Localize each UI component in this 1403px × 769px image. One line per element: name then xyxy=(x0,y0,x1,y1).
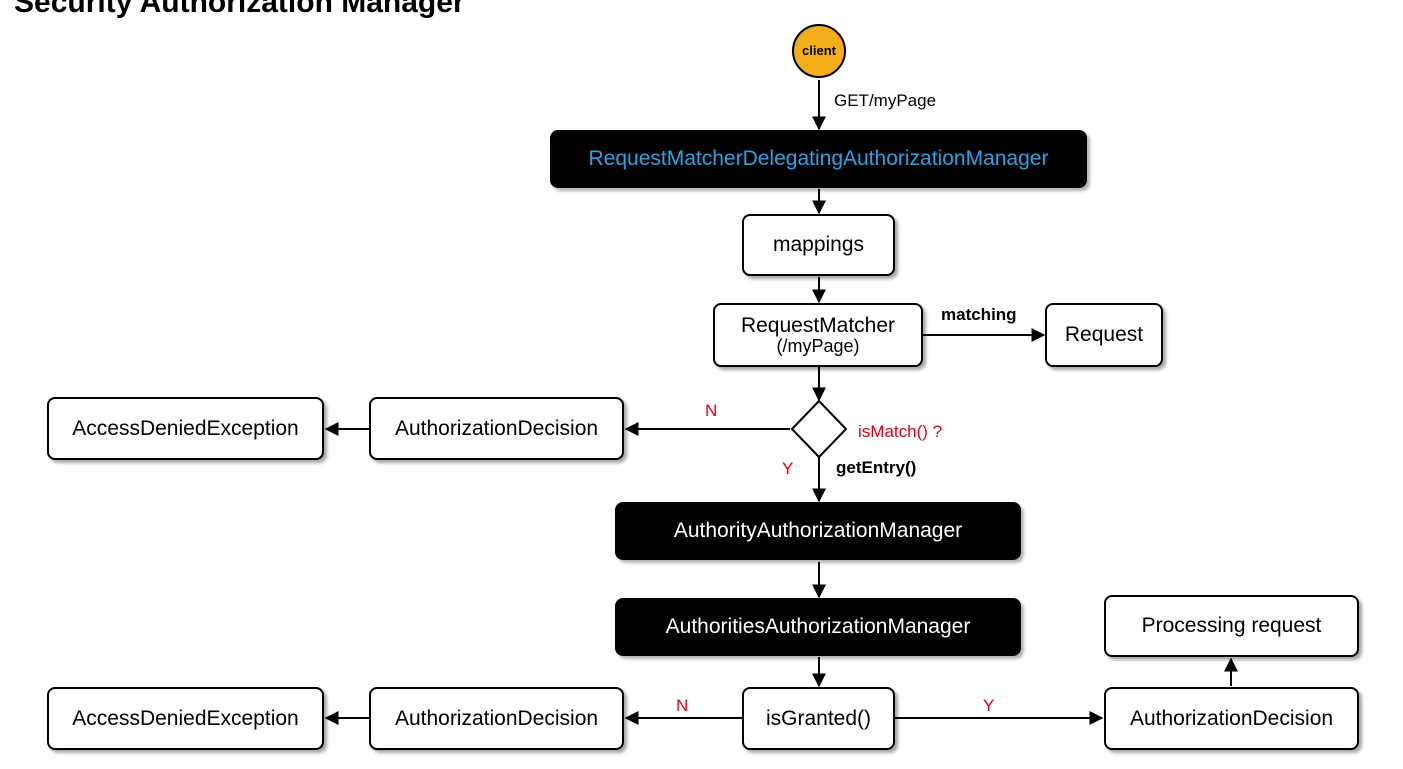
authorization-decision-node-1: AuthorizationDecision xyxy=(369,397,624,460)
page-title: Security Authorization Manager xyxy=(14,0,465,19)
yes-label-2: Y xyxy=(983,696,995,715)
request-matcher-node: RequestMatcher (/myPage) xyxy=(713,303,923,367)
authority-authorization-manager-node: AuthorityAuthorizationManager xyxy=(615,502,1021,560)
processing-request-node: Processing request xyxy=(1104,595,1359,657)
mappings-node: mappings xyxy=(742,214,895,276)
matching-label: matching xyxy=(941,305,1017,324)
yes-label-1: Y xyxy=(782,459,794,478)
no-label-2: N xyxy=(676,696,689,715)
request-matcher-delegating-manager-node: RequestMatcherDelegatingAuthorizationMan… xyxy=(550,130,1087,188)
request-matcher-path: (/myPage) xyxy=(776,335,860,356)
request-matcher-label: RequestMatcher xyxy=(740,313,896,337)
authorities-authorization-manager-node: AuthoritiesAuthorizationManager xyxy=(615,598,1021,656)
authorization-decision-node-2: AuthorizationDecision xyxy=(369,687,624,750)
authorization-decision-node-3: AuthorizationDecision xyxy=(1104,687,1359,750)
get-entry-label: getEntry() xyxy=(836,458,917,477)
access-denied-exception-node-2: AccessDeniedException xyxy=(47,687,324,750)
client-node: client xyxy=(792,24,846,78)
access-denied-exception-node-1: AccessDeniedException xyxy=(47,397,324,460)
request-node: Request xyxy=(1045,303,1163,367)
is-match-diamond xyxy=(790,399,848,459)
get-my-page-label: GET/myPage xyxy=(834,91,937,110)
is-granted-node: isGranted() xyxy=(742,687,895,750)
is-match-label: isMatch() ? xyxy=(858,422,943,441)
no-label-1: N xyxy=(705,401,718,420)
